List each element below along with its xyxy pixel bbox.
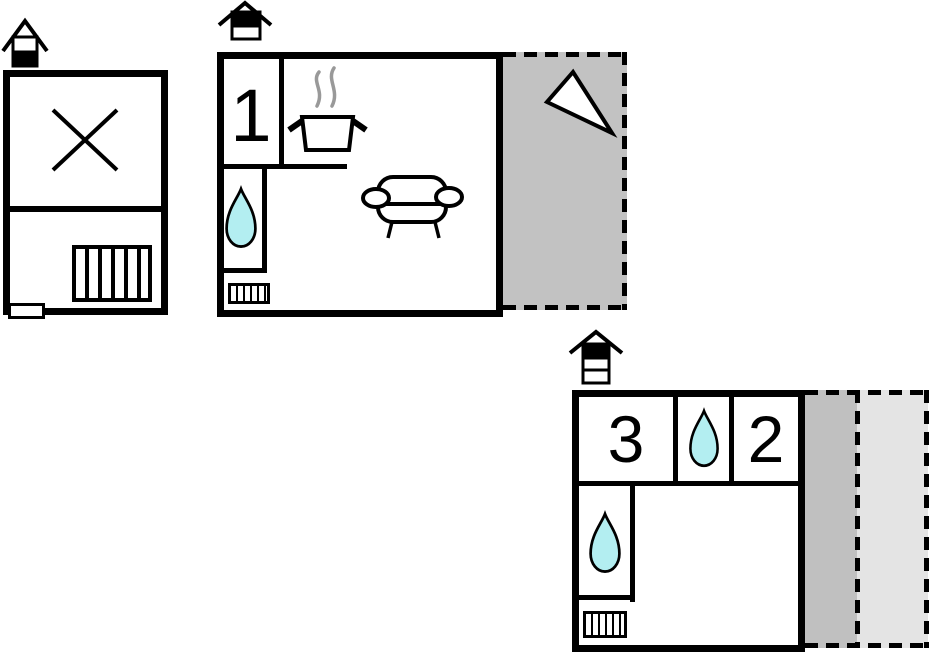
bathroom-right-wall bbox=[262, 164, 267, 273]
terrace-arrow-icon bbox=[543, 68, 618, 138]
bedroom3-label: 3 bbox=[607, 402, 645, 476]
cooking-pot-icon bbox=[287, 66, 368, 152]
bathroom-bottom-wall bbox=[220, 268, 267, 273]
stairs-icon bbox=[583, 611, 627, 638]
terrace-dashed-border bbox=[503, 52, 627, 310]
terrace-open bbox=[857, 390, 928, 648]
bedroom2-left-wall bbox=[729, 390, 734, 486]
chimney-icon bbox=[217, 0, 273, 41]
kitchen-bathroom-top-wall bbox=[220, 164, 347, 169]
guest-house-walls bbox=[572, 390, 805, 652]
bedroom1-right-wall bbox=[279, 52, 284, 169]
bedroom1-label: 1 bbox=[230, 74, 272, 157]
bathroom-right-wall bbox=[630, 481, 635, 602]
closed-room-x-icon bbox=[51, 108, 119, 172]
stairs-icon bbox=[72, 245, 152, 302]
water-drop-icon bbox=[589, 510, 621, 574]
stairs-icon bbox=[228, 283, 270, 304]
sofa-icon bbox=[361, 175, 464, 239]
annex-divider-wall bbox=[3, 206, 168, 212]
terrace-dashed-border bbox=[805, 390, 930, 648]
bedroom3-right-wall bbox=[673, 390, 678, 486]
steam-icon bbox=[329, 66, 337, 108]
water-drop-icon bbox=[689, 407, 719, 468]
chimney-icon bbox=[1, 17, 49, 68]
steam-icon bbox=[314, 70, 322, 108]
bathroom-bottom-wall bbox=[575, 595, 635, 600]
entrance-door bbox=[8, 303, 45, 319]
chimney-icon bbox=[568, 329, 624, 385]
water-drop-icon bbox=[225, 185, 257, 249]
bedroom2-label: 2 bbox=[747, 402, 785, 476]
terrace-covered bbox=[805, 390, 857, 648]
bedrooms-bottom-wall bbox=[575, 481, 802, 486]
